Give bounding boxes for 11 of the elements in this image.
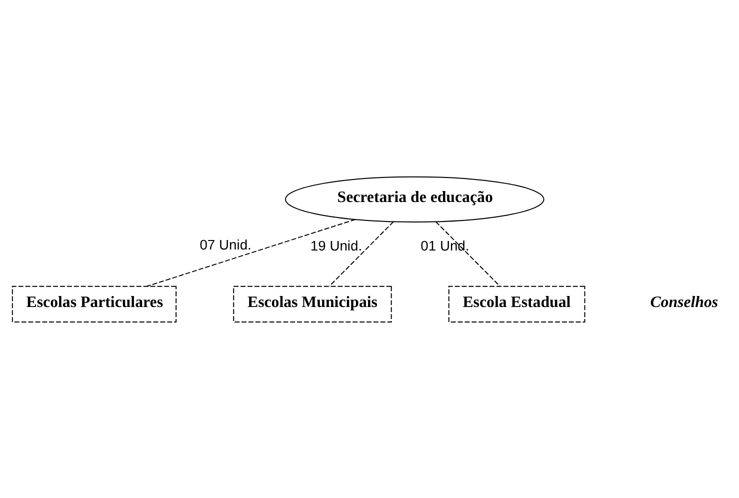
connector	[435, 220, 500, 286]
connector	[146, 218, 356, 286]
connector	[329, 220, 394, 286]
node-box: Escolas Particulares	[12, 285, 177, 322]
node-box: Escolas Municipais	[233, 285, 392, 322]
edge-label: 07 Unid.	[200, 236, 252, 252]
label: Conselhos	[650, 293, 718, 310]
edge-label: 01 Und.	[420, 237, 470, 254]
node-box: Escola Estadual	[448, 285, 586, 322]
node-ellipse: Secretaria de educação	[284, 176, 544, 222]
edge-label: 19 Unid.	[310, 237, 362, 254]
